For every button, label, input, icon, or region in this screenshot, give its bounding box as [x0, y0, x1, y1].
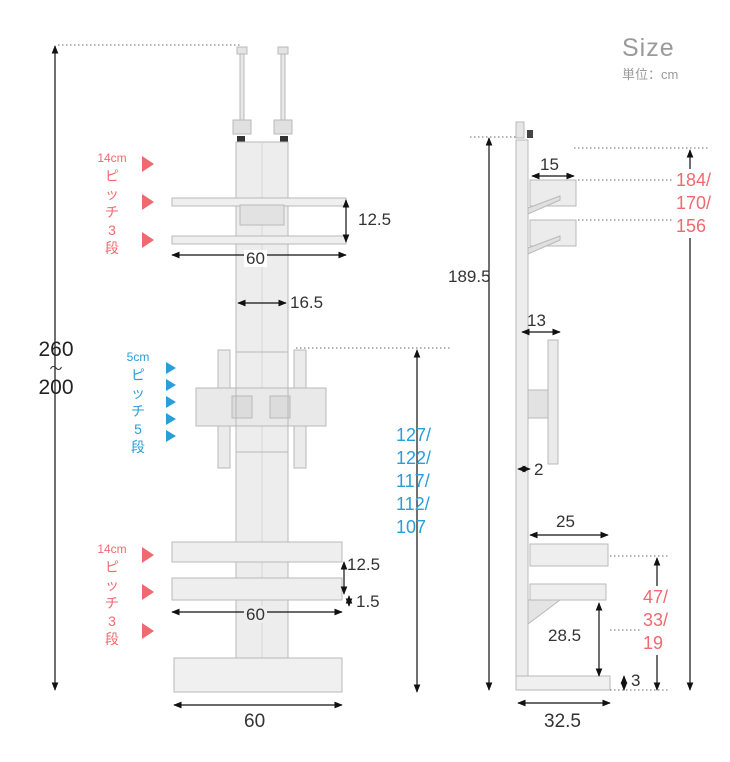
size-title: Size: [622, 34, 675, 62]
upper-shelf-height-label: 184/ 170/ 156: [676, 169, 728, 238]
bracket-depth-label: 13: [527, 311, 546, 330]
bracket-height-line: 127/: [396, 425, 432, 445]
upper-shelf-depth-label: 15: [540, 155, 559, 174]
lower-shelf-thickness-label: 1.5: [356, 592, 380, 611]
base-thickness-label: 3: [631, 671, 641, 690]
pole-height-label: 189.5: [448, 267, 491, 286]
bracket-height-label: 127/ 122/ 117/ 112/ 107: [396, 424, 454, 539]
unit-label: 単位：cm: [622, 67, 679, 82]
bracket-height-line: 107: [396, 517, 427, 537]
total-height-min: 200: [38, 376, 74, 399]
upper-pitch-char: ピ: [105, 168, 119, 184]
total-height-max: 260: [38, 338, 74, 361]
bracket-pitch-cm: 5cm: [126, 350, 150, 364]
lower-height-line: 33/: [643, 609, 669, 632]
side-dimensions: [470, 136, 708, 707]
total-height-label: 260 〜 200: [28, 338, 84, 400]
base-depth-label: 32.5: [544, 711, 581, 732]
lower-shelf-pitch-cm: 14cm: [97, 542, 127, 556]
front-view: [171, 46, 347, 693]
lower-shelf-depth-label: 25: [556, 512, 575, 531]
upper-height-line: 184/: [676, 169, 712, 192]
bracket-height-line: 122/: [396, 448, 432, 468]
pole-gap-label: 2: [534, 460, 544, 479]
lower-pitch-char: 3: [108, 613, 116, 629]
lower-pitch-char: 段: [105, 631, 119, 647]
lower-pitch-char: チ: [105, 595, 119, 611]
bracket-pitch-char: チ: [131, 403, 145, 419]
bracket-pitch-char: 段: [131, 439, 145, 455]
lower-pitch-char: ピ: [105, 559, 119, 575]
base-width-label: 60: [244, 711, 266, 732]
bracket-pitch-char: ッ: [131, 385, 145, 401]
upper-shelf-width-label: 60: [244, 249, 267, 268]
upper-pitch-char: 段: [105, 240, 119, 256]
upper-shelf-pitch-cm: 14cm: [97, 151, 127, 165]
lower-height-line: 19: [643, 632, 664, 655]
lower-shelf-height-label: 47/ 33/ 19: [643, 586, 683, 655]
side-view: [515, 121, 611, 691]
lowest-shelf-height-label: 28.5: [548, 626, 582, 645]
bracket-pitch-char: 5: [134, 421, 142, 437]
upper-height-line: 170/: [676, 192, 712, 215]
pole-width-label: 16.5: [290, 293, 324, 312]
upper-pitch-char: ッ: [105, 186, 119, 202]
lower-shelf-gap-label: 12.5: [347, 555, 381, 574]
bracket-height-line: 117/: [396, 471, 430, 491]
upper-shelf-pitch-label: 14cm ピ ッ チ 3 段: [94, 149, 130, 257]
upper-pitch-char: チ: [105, 204, 119, 220]
bracket-height-line: 112/: [396, 494, 430, 514]
bracket-pitch-char: ピ: [131, 367, 145, 383]
lower-height-line: 47/: [643, 586, 669, 609]
upper-pitch-char: 3: [108, 222, 116, 238]
pitch-markers: [142, 156, 176, 639]
lower-pitch-char: ッ: [105, 577, 119, 593]
upper-height-line: 156: [676, 215, 707, 238]
upper-shelf-gap-label: 12.5: [358, 210, 392, 229]
lower-shelf-width-label: 60: [244, 605, 267, 624]
lower-shelf-pitch-label: 14cm ピ ッ チ 3 段: [94, 540, 130, 648]
total-height-sep: 〜: [49, 361, 63, 376]
bracket-pitch-label: 5cm ピ ッ チ 5 段: [120, 348, 156, 456]
